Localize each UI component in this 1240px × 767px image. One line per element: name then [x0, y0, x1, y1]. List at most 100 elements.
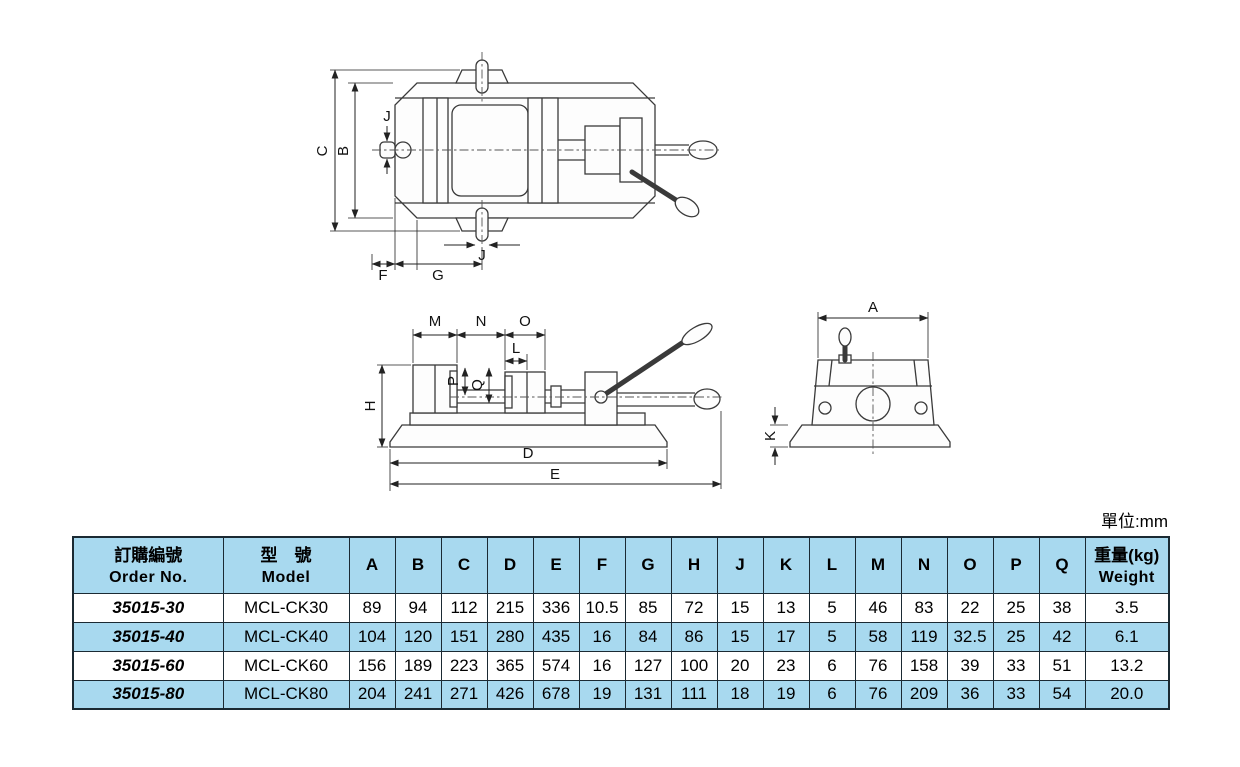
dim-value-B: 120 — [394, 621, 442, 652]
lever-grip — [681, 322, 713, 346]
dim-value-K: 23 — [762, 650, 810, 681]
dim-value-L: 5 — [808, 592, 856, 623]
dim-value-N: 209 — [900, 679, 948, 710]
dim-label-E: E — [550, 466, 560, 483]
dim-value-H: 100 — [670, 650, 718, 681]
dim-value-A: 204 — [348, 679, 396, 710]
order-no-header-en: Order No. — [109, 569, 188, 587]
dim-label-O: O — [519, 313, 531, 330]
weight-cell: 6.1 — [1084, 621, 1170, 652]
dim-value-Q: 51 — [1038, 650, 1086, 681]
dim-value-F: 19 — [578, 679, 626, 710]
dim-value-F: 10.5 — [578, 592, 626, 623]
dim-value-C: 271 — [440, 679, 488, 710]
dim-label-F: F — [378, 267, 387, 283]
weight-header-en: Weight — [1098, 569, 1155, 587]
dim-value-D: 365 — [486, 650, 534, 681]
dim-value-O: 36 — [946, 679, 994, 710]
dim-value-M: 46 — [854, 592, 902, 623]
order-no-cell: 35015-30 — [72, 592, 224, 623]
column-header-order-no: 訂購編號 Order No. — [72, 536, 224, 594]
column-header-model: 型 號 Model — [222, 536, 350, 594]
dim-label-D: D — [523, 445, 534, 462]
dim-value-M: 76 — [854, 650, 902, 681]
dim-value-N: 158 — [900, 650, 948, 681]
column-header-D: D — [486, 536, 534, 594]
dim-label-A: A — [868, 299, 878, 316]
column-header-H: H — [670, 536, 718, 594]
dim-value-O: 32.5 — [946, 621, 994, 652]
top-view-dimensions: C B J J F G — [314, 69, 520, 283]
column-header-K: K — [762, 536, 810, 594]
dim-value-C: 112 — [440, 592, 488, 623]
order-no-cell: 35015-40 — [72, 621, 224, 652]
dim-value-H: 111 — [670, 679, 718, 710]
dim-value-L: 6 — [808, 679, 856, 710]
lever-handle-bar — [598, 338, 688, 400]
dim-value-C: 223 — [440, 650, 488, 681]
column-header-C: C — [440, 536, 488, 594]
end-view-body — [789, 327, 951, 448]
model-cell: MCL-CK40 — [222, 621, 350, 652]
vise-top-view-drawing: C B J J F G — [314, 52, 720, 283]
vise-end-view-drawing: A K — [762, 299, 951, 465]
order-no-cell: 35015-80 — [72, 679, 224, 710]
end-view-dimensions: A K — [762, 299, 929, 465]
order-no-cell: 35015-60 — [72, 650, 224, 681]
side-view-body — [389, 322, 721, 448]
dim-value-P: 25 — [992, 592, 1040, 623]
weight-header-zh: 重量(kg) — [1094, 545, 1160, 565]
dim-label-J-slot: J — [383, 108, 391, 125]
dim-value-H: 86 — [670, 621, 718, 652]
dim-value-D: 280 — [486, 621, 534, 652]
dim-value-K: 13 — [762, 592, 810, 623]
dim-value-G: 131 — [624, 679, 672, 710]
dim-value-L: 6 — [808, 650, 856, 681]
dim-value-O: 39 — [946, 650, 994, 681]
dim-label-C: C — [314, 145, 331, 156]
dim-label-K: K — [762, 431, 779, 441]
clamp-lever-knob — [838, 327, 852, 347]
dim-label-P: P — [445, 376, 462, 386]
column-header-G: G — [624, 536, 672, 594]
weight-cell: 13.2 — [1084, 650, 1170, 681]
dim-value-G: 84 — [624, 621, 672, 652]
dim-value-Q: 42 — [1038, 621, 1086, 652]
column-header-B: B — [394, 536, 442, 594]
dim-value-K: 17 — [762, 621, 810, 652]
side-view-dimensions: M N O L P Q H D E — [362, 313, 722, 491]
model-cell: MCL-CK30 — [222, 592, 350, 623]
dim-label-N: N — [476, 313, 487, 330]
dim-label-G: G — [432, 267, 444, 283]
handle-ball — [693, 388, 721, 410]
column-header-M: M — [854, 536, 902, 594]
top-view-body — [379, 59, 718, 242]
column-header-A: A — [348, 536, 396, 594]
column-header-N: N — [900, 536, 948, 594]
dim-value-L: 5 — [808, 621, 856, 652]
dim-value-Q: 38 — [1038, 592, 1086, 623]
dim-value-E: 336 — [532, 592, 580, 623]
dim-value-A: 89 — [348, 592, 396, 623]
dim-value-P: 33 — [992, 650, 1040, 681]
column-header-J: J — [716, 536, 764, 594]
dim-label-L: L — [512, 340, 520, 357]
dim-value-N: 83 — [900, 592, 948, 623]
dim-value-B: 94 — [394, 592, 442, 623]
dim-value-M: 76 — [854, 679, 902, 710]
dim-value-P: 33 — [992, 679, 1040, 710]
weight-cell: 3.5 — [1084, 592, 1170, 623]
dim-value-H: 72 — [670, 592, 718, 623]
unit-label: 單位:mm — [1100, 512, 1168, 531]
dim-value-A: 104 — [348, 621, 396, 652]
dim-value-G: 85 — [624, 592, 672, 623]
column-header-E: E — [532, 536, 580, 594]
